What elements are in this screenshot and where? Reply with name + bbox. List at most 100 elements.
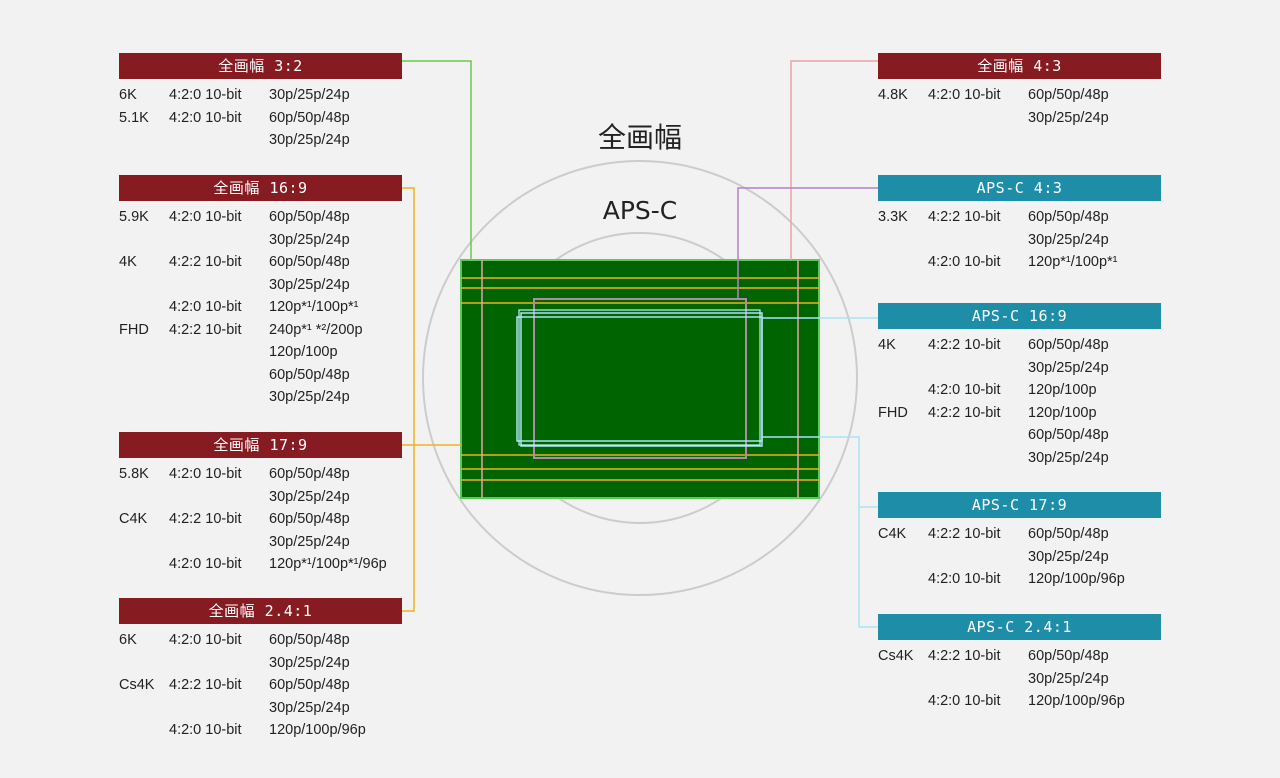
connector-ff-3-2 xyxy=(402,60,472,260)
spec-row: 30p/25p/24p xyxy=(878,546,1161,569)
framerate-cell: 60p/50p/48p xyxy=(1028,648,1109,664)
sampling-cell: 4:2:0 10-bit xyxy=(169,722,242,738)
block-header: APS-C 2.4:1 xyxy=(878,614,1161,640)
aps-c-2-4-1-frame xyxy=(518,309,761,446)
framerate-cell: 60p/50p/48p xyxy=(269,632,350,648)
sampling-cell: 4:2:0 10-bit xyxy=(928,254,1001,270)
framerate-cell: 120p/100p/96p xyxy=(1028,571,1125,587)
framerate-cell: 30p/25p/24p xyxy=(1028,359,1109,376)
spec-row: 30p/25p/24p xyxy=(119,129,402,152)
spec-row: 60p/50p/48p xyxy=(878,424,1161,447)
sampling-cell: 4:2:0 10-bit xyxy=(928,382,1001,398)
full-frame-circle-label: 全画幅 xyxy=(597,121,682,154)
resolution-cell: Cs4K xyxy=(119,677,155,693)
spec-row: 30p/25p/24p xyxy=(119,486,402,509)
block-header: 全画幅 2.4:1 xyxy=(119,598,402,624)
framerate-cell: 120p/100p xyxy=(1028,404,1097,421)
framerate-cell: 30p/25p/24p xyxy=(269,87,350,103)
sampling-cell: 4:2:0 10-bit xyxy=(169,299,242,315)
connector-aps-c-17-9 xyxy=(762,436,878,628)
framerate-cell: 120p*¹/100p*¹/96p xyxy=(269,556,387,572)
sampling-cell: 4:2:0 10-bit xyxy=(169,209,242,225)
sampling-cell: 4:2:0 10-bit xyxy=(928,87,1001,103)
block-header: APS-C 4:3 xyxy=(878,175,1161,201)
framerate-cell: 30p/25p/24p xyxy=(269,389,350,405)
block-header: APS-C 16:9 xyxy=(878,303,1161,329)
framerate-cell: 30p/25p/24p xyxy=(269,533,350,550)
framerate-cell: 120p/100p xyxy=(269,344,338,360)
framerate-cell: 60p/50p/48p xyxy=(1028,526,1109,542)
framerate-cell: 60p/50p/48p xyxy=(269,466,350,482)
sampling-cell: 4:2:0 10-bit xyxy=(928,571,1001,587)
resolution-cell: 6K xyxy=(119,87,137,103)
framerate-cell: 60p/50p/48p xyxy=(1028,427,1109,443)
block-header: 全画幅 3:2 xyxy=(119,53,402,79)
framerate-cell: 240p*¹ *²/200p xyxy=(269,321,363,338)
resolution-cell: 4.8K xyxy=(878,87,908,103)
spec-row: 30p/25p/24p xyxy=(878,447,1161,470)
framerate-cell: 60p/50p/48p xyxy=(1028,87,1109,103)
spec-row: 30p/25p/24p xyxy=(878,229,1161,252)
resolution-cell: C4K xyxy=(878,526,907,542)
sampling-cell: 4:2:2 10-bit xyxy=(169,254,242,270)
resolution-cell: 5.1K xyxy=(119,109,149,126)
framerate-cell: 60p/50p/48p xyxy=(269,677,350,693)
framerate-cell: 60p/50p/48p xyxy=(1028,209,1109,225)
framerate-cell: 60p/50p/48p xyxy=(1028,337,1109,353)
connector-ff-4-3 xyxy=(790,60,878,260)
resolution-cell: Cs4K xyxy=(878,648,914,664)
framerate-cell: 60p/50p/48p xyxy=(269,109,350,126)
resolution-cell: 5.9K xyxy=(119,209,149,225)
sampling-cell: 4:2:2 10-bit xyxy=(928,404,1001,421)
spec-row: 60p/50p/48p xyxy=(119,364,402,387)
sampling-cell: 4:2:0 10-bit xyxy=(169,556,242,572)
framerate-cell: 30p/25p/24p xyxy=(1028,548,1109,565)
block-header: APS-C 17:9 xyxy=(878,492,1161,518)
spec-row: 4:2:0 10-bit 120p/100p/96p xyxy=(119,719,402,742)
spec-row: 30p/25p/24p xyxy=(119,229,402,252)
framerate-cell: 30p/25p/24p xyxy=(1028,449,1109,466)
framerate-cell: 120p/100p/96p xyxy=(1028,693,1125,709)
spec-row: 4:2:0 10-bit 120p*¹/100p*¹/96p xyxy=(119,553,402,576)
spec-row: 30p/25p/24p xyxy=(119,531,402,554)
connector-aps-c-4-3 xyxy=(737,187,878,299)
framerate-cell: 60p/50p/48p xyxy=(269,511,350,527)
spec-row: 30p/25p/24p xyxy=(119,697,402,720)
aps-c-17-9-frame xyxy=(516,316,763,442)
spec-row: 30p/25p/24p xyxy=(119,386,402,409)
resolution-cell: C4K xyxy=(119,511,148,527)
block-rows: 6K 4:2:0 10-bit 30p/25p/24p 5.1K 4:2:0 10-bi… xyxy=(119,84,402,152)
sensor-area xyxy=(460,259,820,499)
framerate-cell: 120p/100p xyxy=(1028,382,1097,398)
spec-row: 30p/25p/24p xyxy=(119,274,402,297)
framerate-cell: 120p/100p/96p xyxy=(269,722,366,738)
aps-c-circle-label: APS-C xyxy=(602,196,678,225)
framerate-cell: 30p/25p/24p xyxy=(1028,231,1109,248)
spec-row: 4:2:0 10-bit 120p/100p xyxy=(878,379,1161,402)
sampling-cell: 4:2:0 10-bit xyxy=(169,109,242,126)
resolution-cell: 5.8K xyxy=(119,466,149,482)
framerate-cell: 60p/50p/48p xyxy=(269,366,350,383)
framerate-cell: 60p/50p/48p xyxy=(269,209,350,225)
sampling-cell: 4:2:0 10-bit xyxy=(169,87,242,103)
sensor-rect xyxy=(460,259,820,499)
framerate-cell: 30p/25p/24p xyxy=(269,276,350,293)
resolution-cell: 3.3K xyxy=(878,209,908,225)
sampling-cell: 4:2:2 10-bit xyxy=(169,321,242,338)
